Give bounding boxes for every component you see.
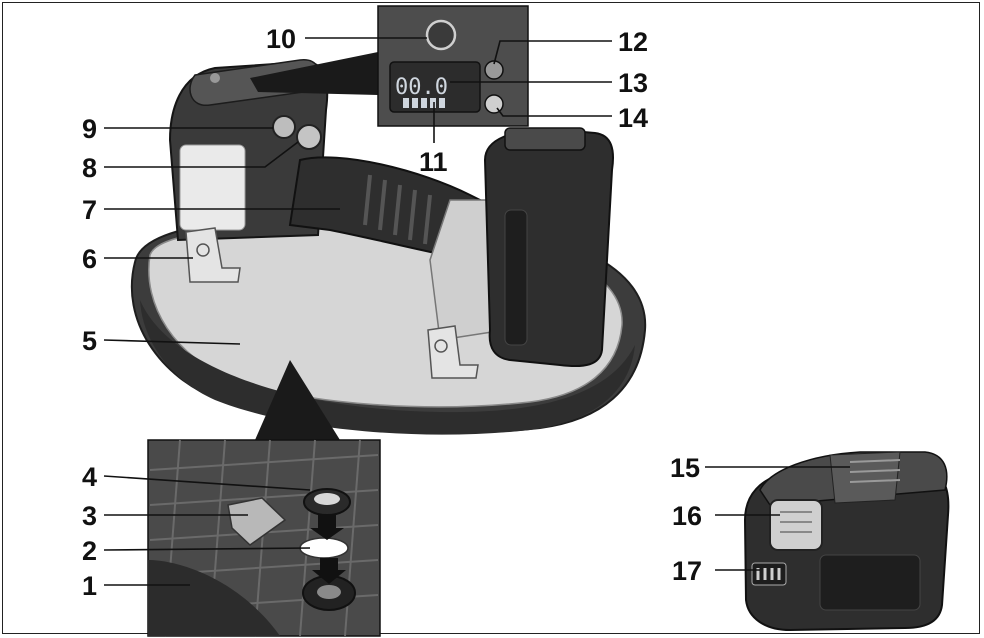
callout-16: 16: [672, 501, 702, 531]
callout-8: 8: [82, 153, 97, 183]
release-button[interactable]: [272, 115, 296, 139]
callout-10: 10: [266, 24, 296, 54]
battery-top-cap: [504, 127, 586, 151]
callout-1: 1: [82, 571, 97, 601]
callout-11: 11: [419, 147, 448, 177]
callout-labels: 10 12 13 14 11 9 8 7 6 5 4 3 2 1 15 16 1…: [82, 24, 702, 601]
seal-inset: [147, 439, 381, 637]
charge-indicator-leds: [756, 568, 781, 580]
lcd-readout: 00.0: [395, 75, 448, 100]
callout-9: 9: [82, 114, 97, 144]
callout-14: 14: [618, 103, 648, 133]
top-screw-icon: [210, 73, 220, 83]
insert-arrow-icon: [310, 515, 344, 540]
battery-contact-slots: [849, 459, 901, 483]
callout-15: 15: [670, 453, 700, 483]
callout-6: 6: [82, 244, 97, 274]
lug-left: [185, 227, 241, 283]
seal-seat-center: [317, 585, 341, 599]
lug-right: [427, 325, 479, 379]
battery-release-ribs: [780, 511, 812, 533]
battery-pack: [743, 451, 950, 632]
leader-12: [493, 40, 612, 65]
seal-ring-inner: [314, 493, 340, 505]
zoom-wedge-top: [250, 52, 378, 95]
leader-5: [103, 339, 241, 345]
leader-14: [496, 107, 612, 117]
leader-8: [104, 141, 299, 168]
callout-17: 17: [672, 556, 702, 586]
callout-3: 3: [82, 501, 97, 531]
callout-12: 12: [618, 27, 648, 57]
grip-ribs: [363, 174, 432, 245]
zoom-wedge-bottom: [255, 360, 340, 440]
leader-4: [103, 475, 311, 491]
battery-side-window: [819, 554, 921, 611]
lug-right-hole: [434, 339, 448, 353]
control-panel-inset: 00.0: [377, 5, 529, 127]
warning-indicator-led: [484, 94, 504, 114]
battery-release-button[interactable]: [769, 499, 823, 551]
leader-2: [103, 547, 311, 551]
battery-contacts: [829, 451, 901, 504]
callout-2: 2: [82, 536, 97, 566]
battery-on-tool: [483, 128, 614, 368]
power-button[interactable]: [425, 19, 457, 51]
housing-window: [179, 144, 246, 231]
callout-7: 7: [82, 195, 97, 225]
lug-left-hole: [196, 243, 210, 257]
vacuum-button[interactable]: [296, 124, 322, 150]
suction-plate-band: [140, 300, 635, 435]
callout-5: 5: [82, 326, 97, 356]
suction-pad-corner: [148, 560, 280, 636]
callout-4: 4: [82, 462, 97, 492]
insert-arrow-icon-2: [312, 558, 346, 584]
leader-lines: [103, 37, 850, 586]
battery-side-panel: [504, 209, 528, 346]
battery-level-bars: [403, 98, 445, 108]
callout-13: 13: [618, 68, 648, 98]
filter-element: [227, 497, 287, 546]
